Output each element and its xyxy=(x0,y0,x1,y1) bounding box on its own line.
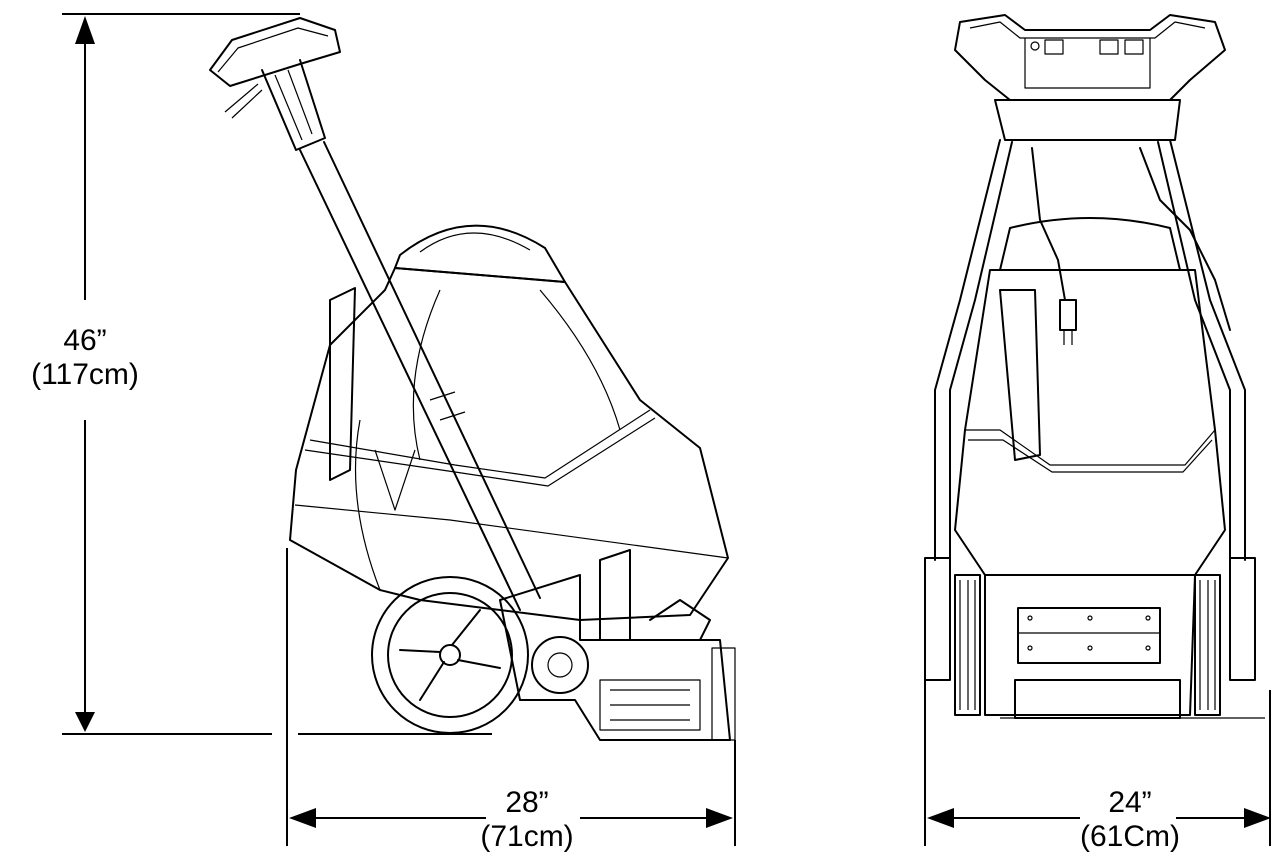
side-spray-shield xyxy=(599,549,631,641)
front-hose xyxy=(999,289,1041,461)
length-imperial: 28” xyxy=(505,786,549,819)
length-label: 28” (71cm) xyxy=(462,786,592,854)
side-wheel-inner xyxy=(387,592,513,718)
front-console xyxy=(994,99,1181,141)
front-right-post xyxy=(1229,557,1256,681)
height-imperial: 46” xyxy=(63,324,107,357)
front-brush-plate xyxy=(1017,607,1161,664)
side-view-machine xyxy=(209,17,736,741)
height-label: 46” (117cm) xyxy=(10,324,160,392)
side-tank-lid xyxy=(394,224,566,283)
front-left-wheel xyxy=(954,574,981,716)
side-chassis xyxy=(499,574,731,741)
width-arrow-right xyxy=(1244,808,1271,828)
length-arrow-right xyxy=(706,808,733,828)
front-brush-housing xyxy=(984,574,1196,716)
length-metric: (71cm) xyxy=(480,820,574,853)
front-view-machine xyxy=(924,14,1265,719)
side-wheel-outer xyxy=(371,576,529,734)
height-arrow-up xyxy=(75,16,95,44)
side-wheel-hub xyxy=(439,644,461,666)
front-power-cord xyxy=(1031,147,1066,301)
side-handle-grip xyxy=(209,17,341,87)
length-dimension xyxy=(286,548,736,846)
side-handle-bracket xyxy=(261,59,326,151)
height-dimension xyxy=(62,13,492,735)
front-left-rail xyxy=(934,139,1001,561)
height-metric: (117cm) xyxy=(31,358,139,391)
side-hose xyxy=(329,287,356,481)
front-right-rail xyxy=(1169,139,1246,561)
length-arrow-left xyxy=(289,808,316,828)
side-wheel-spokes xyxy=(399,609,501,701)
width-arrow-left xyxy=(927,808,954,828)
side-tank-body xyxy=(289,267,729,621)
width-label: 24” (61Cm) xyxy=(1070,786,1190,854)
height-arrow-down xyxy=(75,712,95,732)
width-imperial: 24” xyxy=(1108,786,1152,819)
width-metric: (61Cm) xyxy=(1079,820,1180,853)
front-right-wheel xyxy=(1194,574,1221,716)
front-tank-body xyxy=(954,269,1226,576)
front-handle xyxy=(954,14,1226,101)
side-handle-tube xyxy=(299,141,541,611)
front-left-post xyxy=(924,557,951,681)
front-plug xyxy=(1059,299,1077,331)
front-tank-lid xyxy=(999,217,1181,271)
side-brush-roller xyxy=(531,636,589,694)
